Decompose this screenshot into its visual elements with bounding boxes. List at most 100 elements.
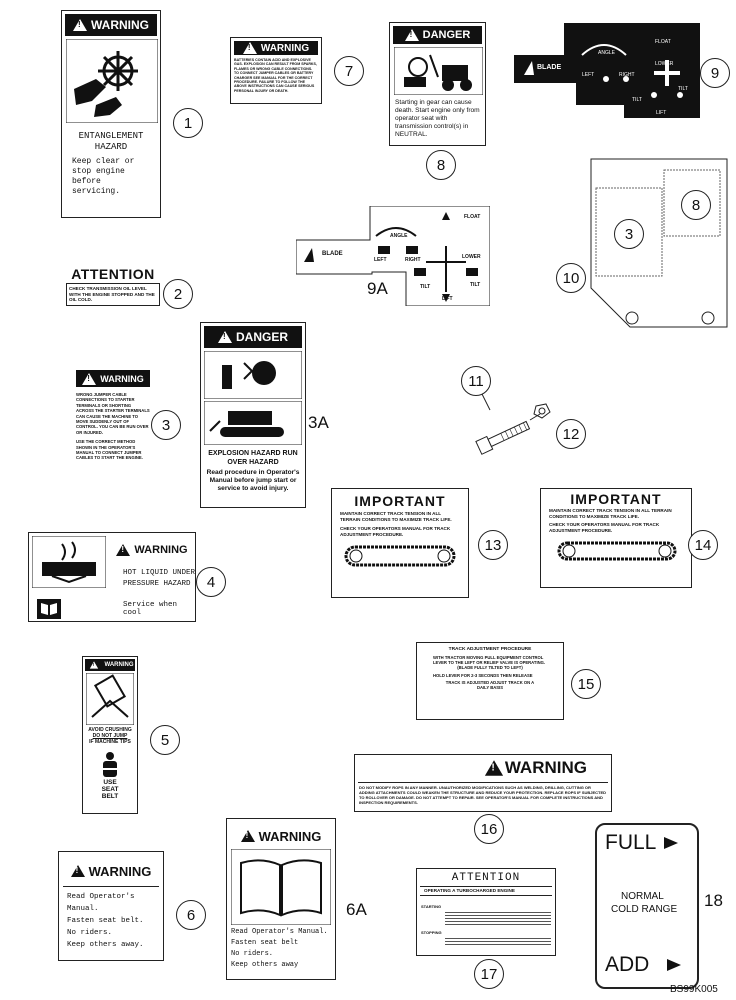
use-seat-belt: USE SEAT BELT [101,779,119,800]
tilt-right-label: TILT [470,282,481,288]
jumper-text-2: USE THE CORRECT METHOD SHOWN IN THE OPER… [76,439,143,461]
manual-icon [37,599,61,619]
blade-label: BLADE [537,64,562,71]
lift-label: LIFT [442,296,453,302]
procedure-step-2: HOLD LEVER FOR 2-3 SECONDS THEN RELEASE [433,672,533,678]
arrow-right-icon [664,837,679,849]
important-text-1: MAINTAIN CORRECT TRACK TENSION IN ALL TE… [549,508,672,519]
callout-13: 13 [478,530,508,560]
item-4: Keep others away. [67,941,144,949]
float-label: FLOAT [464,214,481,220]
decal-track-tension-important-2: IMPORTANT MAINTAIN CORRECT TRACK TENSION… [540,488,692,588]
warning-header: WARNING [231,825,331,847]
track-diagram [557,541,677,561]
decal-mounting-plate [590,158,728,328]
callout-10: 10 [556,263,586,293]
alert-triangle-icon [217,331,232,343]
runover-hazard-icon [204,401,302,445]
procedure-step-1: WITH TRACTOR MOVING PULL EQUIPMENT CONTR… [433,655,546,666]
stopping-label: STOPPING [421,930,442,935]
turbo-subtitle: OPERATING A TURBOCHARGED ENGINE [420,886,552,896]
danger-text: Starting in gear can cause death. Start … [395,99,480,138]
alert-triangle-icon [242,42,257,54]
rops-rule [358,782,608,783]
decal-blade-control-light [296,206,490,306]
hot-liquid-line-3: Service when cool [123,601,178,617]
item-1: Read Operator's Manual. [67,893,135,913]
important-text-1: MAINTAIN CORRECT TRACK TENSION IN ALL TE… [340,511,452,522]
right-label: RIGHT [405,257,421,263]
warning-header: WARNING [234,41,318,55]
item-3: No riders. [231,950,274,958]
item-3: No riders. [67,929,113,937]
float-label: FLOAT [655,39,671,45]
decal-battery-warning: WARNING BATTERIES CONTAIN ACID AND EXPLO… [230,37,322,104]
starting-text-lines [445,910,551,926]
battery-warning-text: BATTERIES CONTAIN ACID AND EXPLOSIVE GAS… [234,58,317,93]
warning-rule [63,886,159,887]
track-diagram [344,545,456,567]
tilt-left-label: TILT [420,284,431,290]
callout-17: 17 [474,959,504,989]
decal-hot-liquid-warning: WARNING HOT LIQUID UNDER PRESSURE HAZARD… [28,532,196,622]
hazard-title: ENTANGLEMENT HAZARD [78,131,144,152]
callout-15: 15 [571,669,601,699]
bolt-illustration [475,403,551,455]
decal-rops-warning: WARNING DO NOT MODIFY ROPS IN ANY MANNER… [354,754,612,812]
decal-transmission-attention: ATTENTION CHECK TRANSMISSION OIL LEVEL W… [66,266,160,306]
procedure-title: TRACK ADJUSTMENT PROCEDURE [448,647,532,652]
hazard-instruction: Keep clear or stop engine before servici… [72,157,135,196]
if-machine-tips: IF MACHINE TIPS [89,739,131,745]
decal-jump-start-danger: DANGER EXPLOSION HAZARD RUN OVER HAZARD … [200,322,306,508]
decal-track-adjustment-procedure: TRACK ADJUSTMENT PROCEDURE WITH TRACTOR … [416,642,564,720]
decal-start-in-gear-danger: DANGER Starting in gear can cause death.… [389,22,486,146]
left-label: LEFT [374,257,387,263]
warning-header: WARNING [76,370,150,387]
callout-6: 6 [176,900,206,930]
callout-16: 16 [474,814,504,844]
procedure-step-1b: (BLADE FULLY TILTED TO LEFT) [457,665,523,671]
callout-8-on-plate: 8 [681,190,711,220]
warning-header: WARNING [85,659,135,671]
callout-14: 14 [688,530,718,560]
decal-operator-warning-large: WARNING Read Operator's Manual. Fasten s… [226,818,336,980]
cold-range-label: COLD RANGE [611,904,678,915]
avoid-crushing: AVOID CRUSHING [88,727,132,733]
decal-blade-control-dark [514,23,700,118]
callout-9: 9 [700,58,730,88]
figure-code: BS99K005 [670,984,718,995]
hot-liquid-line-2: PRESSURE HAZARD [123,580,191,588]
alert-triangle-icon [240,830,255,842]
hot-liquid-line-1: HOT LIQUID UNDER [123,569,196,577]
runover-hazard-icon [394,47,483,95]
hazard-title: EXPLOSION HAZARD RUN OVER HAZARD [208,450,298,466]
arrow-right-icon [667,959,682,971]
alert-triangle-icon [89,661,98,669]
attention-header: ATTENTION [451,872,521,884]
important-text-2: CHECK YOUR OPERATORS MANUAL FOR TRACK AD… [549,522,660,533]
lower-label: LOWER [462,254,481,260]
attention-text: CHECK TRANSMISSION OIL LEVEL WITH THE EN… [69,286,155,303]
decal-operator-warning: WARNING Read Operator's Manual. Fasten s… [58,851,164,961]
angle-label: ANGLE [390,233,408,239]
decal-entanglement-warning: WARNING ENTANGLEMENT HAZARD Keep clear o… [61,10,161,218]
item-1: Read Operator's Manual. [231,928,328,936]
item-4: Keep others away [231,961,299,969]
tilt-right-label: TILT [678,86,688,92]
add-label: ADD [605,953,682,977]
decal-turbocharged-attention: ATTENTION OPERATING A TURBOCHARGED ENGIN… [416,868,556,956]
seat-belt-icon [101,752,119,777]
label-3A: 3A [308,413,329,432]
callout-2: 2 [163,279,193,309]
open-book-icon [231,849,331,925]
alert-triangle-icon [70,865,85,877]
danger-text: Read procedure in Operator's Manual befo… [206,469,300,492]
important-header: IMPORTANT [570,491,662,507]
explosion-hazard-icon [204,351,302,399]
callout-8: 8 [426,150,456,180]
warning-header: WARNING [65,14,157,36]
alert-triangle-icon [82,372,97,385]
jumper-text-1: WRONG JUMPER CABLE CONNECTIONS TO STARTE… [76,392,150,435]
danger-header: DANGER [204,326,302,348]
decal-rollover-warning: WARNING AVOID CRUSHING DO NOT JUMP IF MA… [82,656,138,814]
